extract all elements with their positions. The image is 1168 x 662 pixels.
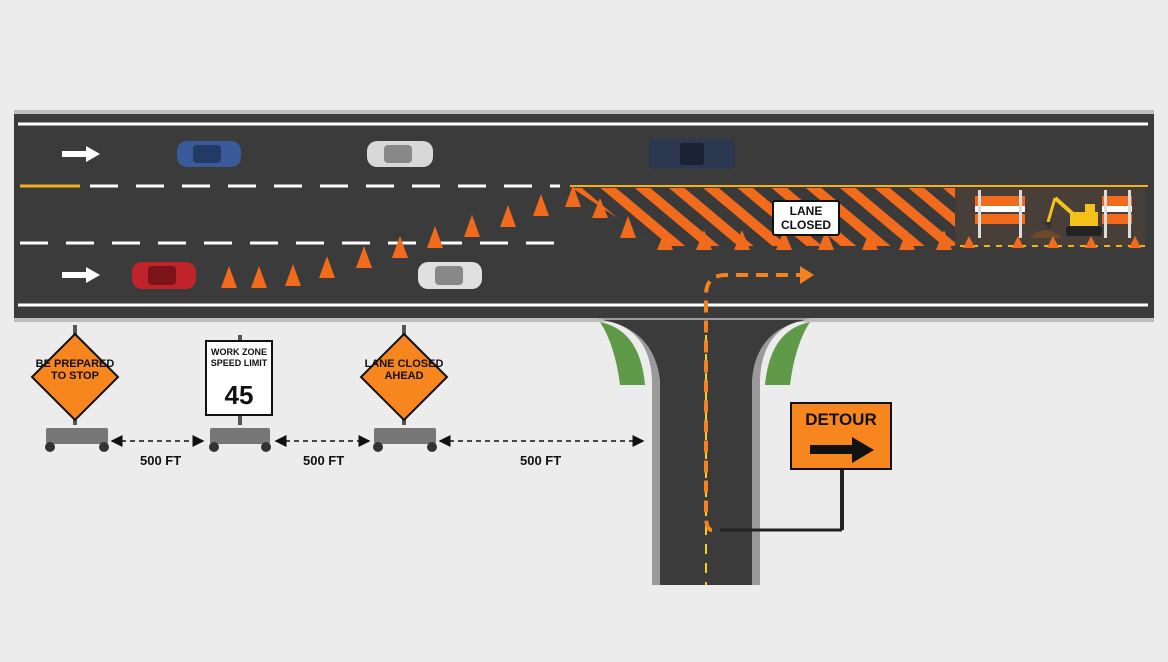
- distance-label: 500 FT: [140, 453, 182, 468]
- barricade-2: [1102, 190, 1132, 238]
- sign-lane-closed-ahead-text: LANE CLOSED AHEAD: [364, 358, 444, 382]
- speed-limit-title: WORK ZONE SPEED LIMIT: [210, 347, 268, 368]
- sign-be-prepared-text: BE PREPARED TO STOP: [35, 358, 115, 382]
- detour-route-arrowhead: [800, 266, 814, 284]
- car-white: [418, 262, 482, 289]
- side-road: [595, 318, 812, 585]
- excavator-icon: [1030, 196, 1102, 238]
- car-blue: [177, 141, 241, 167]
- car-white: [367, 141, 433, 167]
- traffic-arrow-icon: [62, 146, 100, 162]
- detour-sign: [720, 402, 892, 532]
- pickup-truck: [649, 139, 735, 169]
- lane-closed-sign: LANE CLOSED: [772, 200, 840, 236]
- car-red: [132, 262, 196, 289]
- sign-lane-closed-ahead: [359, 325, 449, 452]
- sign-speed-limit: [205, 335, 273, 452]
- barricade-1: [975, 190, 1025, 238]
- traffic-arrow-icon: [62, 267, 100, 283]
- sign-be-prepared: [30, 325, 120, 452]
- detour-route: [704, 273, 800, 532]
- detour-sign-text: DETOUR: [805, 410, 877, 429]
- distance-label: 500 FT: [520, 453, 562, 468]
- traffic-cones: [221, 185, 1141, 288]
- speed-limit-value: 45: [224, 380, 254, 410]
- distance-label: 500 FT: [303, 453, 345, 468]
